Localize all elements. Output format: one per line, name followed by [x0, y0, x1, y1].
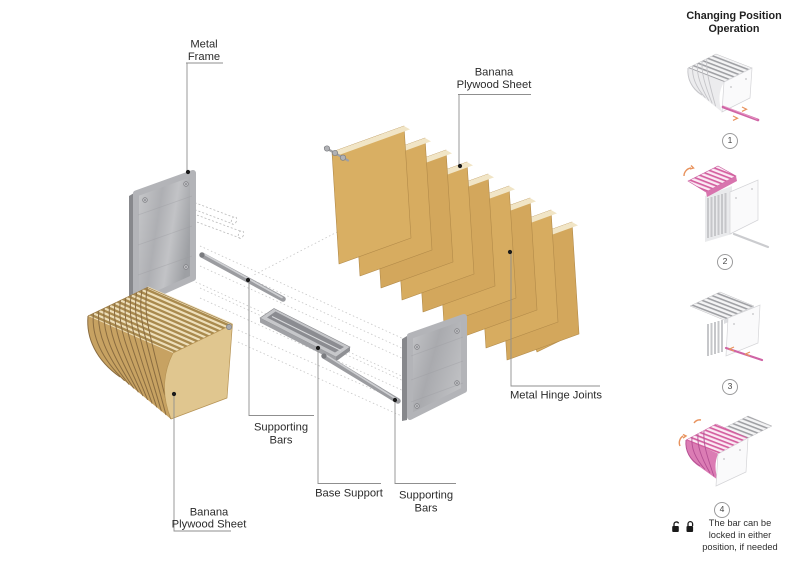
leader-dots — [171, 163, 513, 403]
unlock-icon — [672, 521, 680, 532]
lock-icon — [686, 520, 694, 532]
rotate-arrow-icon — [678, 419, 702, 447]
label-base-support: Base Support — [315, 488, 384, 500]
base-support-plate — [259, 308, 351, 362]
plywood-sheet-row — [323, 125, 580, 361]
step-4-thumbnail — [678, 415, 773, 487]
sidebar-title-line2: Operation — [708, 23, 760, 35]
note-text: The bar can be locked in either position… — [692, 518, 788, 553]
label-metal-frame: Frame — [188, 51, 220, 63]
arrow-icon — [728, 346, 751, 357]
metal-frame-plate-right — [402, 314, 467, 421]
step-1-thumbnail — [687, 53, 760, 122]
label-metal-frame: Metal — [190, 39, 217, 51]
step-number-2: 2 — [717, 254, 733, 270]
label-banana-plywood-bottom: Plywood Sheet — [172, 519, 248, 531]
label-supporting-bars-left: Supporting — [254, 422, 308, 434]
note-line1: The bar can be — [708, 518, 772, 528]
rotate-arrow-icon — [683, 165, 695, 177]
supporting-bar-upper — [199, 252, 286, 302]
label-metal-hinge-joints: Metal Hinge Joints — [510, 390, 602, 402]
curved-sheet-edges — [87, 287, 172, 419]
step-number-4: 4 — [714, 502, 730, 518]
label-banana-plywood-top: Banana — [475, 67, 514, 79]
operation-steps-thumbnails — [678, 53, 773, 487]
pull-bar — [721, 105, 760, 122]
metal-hinge-rod — [323, 145, 350, 162]
step-3-thumbnail — [689, 291, 764, 362]
note-line2: locked in either — [708, 529, 772, 540]
step-number-3: 3 — [722, 379, 738, 395]
metal-frame-plate-left — [129, 170, 196, 307]
label-supporting-bars-right: Bars — [414, 503, 437, 515]
lock-icons — [672, 520, 694, 532]
arrow-icon — [732, 106, 748, 121]
supporting-bar-lower — [321, 353, 401, 404]
label-banana-plywood-bottom: Banana — [190, 507, 229, 519]
hinge-pin — [226, 324, 232, 330]
note-line3: position, if needed — [702, 541, 778, 552]
label-supporting-bars-left: Bars — [269, 435, 292, 447]
label-supporting-bars-right: Supporting — [399, 490, 453, 502]
step-2-thumbnail — [683, 165, 770, 249]
sidebar-title: Changing Position Operation — [664, 10, 800, 36]
plywood-folded-stack — [87, 286, 233, 420]
label-banana-plywood-top: Plywood Sheet — [457, 79, 533, 91]
step-number-1: 1 — [722, 133, 738, 149]
sidebar-title-line1: Changing Position — [686, 10, 782, 22]
